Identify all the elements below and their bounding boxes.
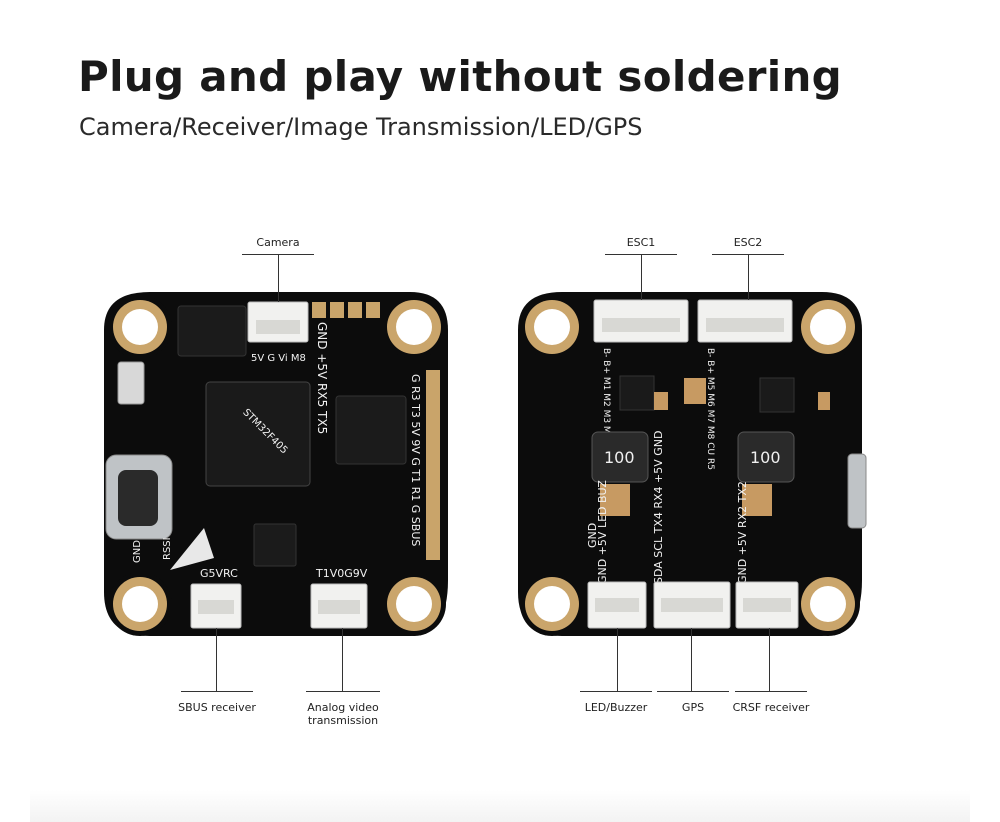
gps-pin-labels: SDA SCL TX4 RX4 +5V GND [652, 431, 665, 584]
callout-vtx-leader [342, 628, 343, 691]
svg-text:100: 100 [750, 448, 781, 467]
gnd-label: GND [132, 540, 143, 563]
inductor-left: 100 [591, 431, 649, 483]
mcu-chip [205, 381, 311, 487]
callout-crsf-line [735, 691, 807, 692]
led-pin-labels: GND +5V LED BUZ [596, 480, 609, 584]
callout-sbus-line [181, 691, 253, 692]
callout-sbus-receiver: SBUS receiver [178, 701, 256, 714]
front-flight-controller-board: 5V G Vi M8 GND +5V RX5 TX5 STM32F405 G R… [104, 292, 448, 636]
mount-hole-bl [108, 572, 172, 636]
esc2-pin-label: B- B+ M5 M6 M7 M8 CU R5 [705, 348, 715, 470]
mount-hole-back-tl [520, 295, 584, 359]
osd-chip [335, 395, 407, 465]
vtx-pad-labels: GND +5V RX5 TX5 [315, 322, 329, 434]
callout-gps-leader [691, 628, 692, 691]
page-subtitle: Camera/Receiver/Image Transmission/LED/G… [79, 113, 643, 141]
mount-hole-br [382, 572, 446, 636]
callout-vtx-line [306, 691, 380, 692]
mount-hole-back-bl [520, 572, 584, 636]
callout-analog-video-line2: transmission [307, 714, 379, 727]
mount-hole-tr [382, 295, 446, 359]
callout-crsf-leader [769, 628, 770, 691]
crsf-pin-labels: GND +5V RX2 TX2 [736, 481, 749, 584]
flash-chip [177, 305, 247, 357]
callout-camera-leader [278, 254, 279, 302]
callout-crsf-receiver: CRSF receiver [732, 701, 810, 714]
callout-esc2: ESC2 [733, 236, 763, 249]
esc1-pin-label: B- B+ M1 M2 M3 M4 CU R5 [601, 348, 611, 470]
callout-analog-video-line1: Analog video [307, 701, 379, 714]
callout-led-leader [617, 628, 618, 691]
inductor-right: 100 [737, 431, 795, 483]
mount-hole-back-tr [796, 295, 860, 359]
boot-button [117, 361, 145, 405]
callout-sbus-leader [216, 628, 217, 691]
rcvr-pin-label: G5VRC [200, 567, 238, 580]
callout-esc1-leader [641, 254, 642, 300]
callout-camera: Camera [256, 236, 300, 249]
callout-led-buzzer: LED/Buzzer [584, 701, 648, 714]
gyro-chip [253, 523, 297, 567]
rssi-label: RSSI [162, 537, 173, 560]
vtx-bottom-pin-label: T1V0G9V [315, 567, 368, 580]
page-title: Plug and play without soldering [78, 52, 843, 101]
callout-led-line [580, 691, 652, 692]
callout-gps-line [657, 691, 729, 692]
brand-arrow-icon [170, 528, 214, 570]
callout-esc2-leader [748, 254, 749, 300]
callout-analog-video: Analog video transmission [298, 701, 388, 727]
mount-hole-back-br [796, 572, 860, 636]
led-pin-label: GND [586, 523, 599, 548]
camera-pin-label: 5V G Vi M8 [251, 353, 306, 364]
back-esc-board: B- B+ M1 M2 M3 M4 CU R5 B- B+ M5 M6 M7 M… [518, 292, 867, 636]
floor-shadow [30, 790, 970, 822]
mount-hole-tl [108, 295, 172, 359]
callout-gps: GPS [681, 701, 705, 714]
side-pad-strip [426, 370, 440, 560]
callout-esc1: ESC1 [626, 236, 656, 249]
side-pad-labels: G R3 T3 5V 9V G T1 R1 G SBUS [409, 374, 422, 546]
svg-text:100: 100 [604, 448, 635, 467]
